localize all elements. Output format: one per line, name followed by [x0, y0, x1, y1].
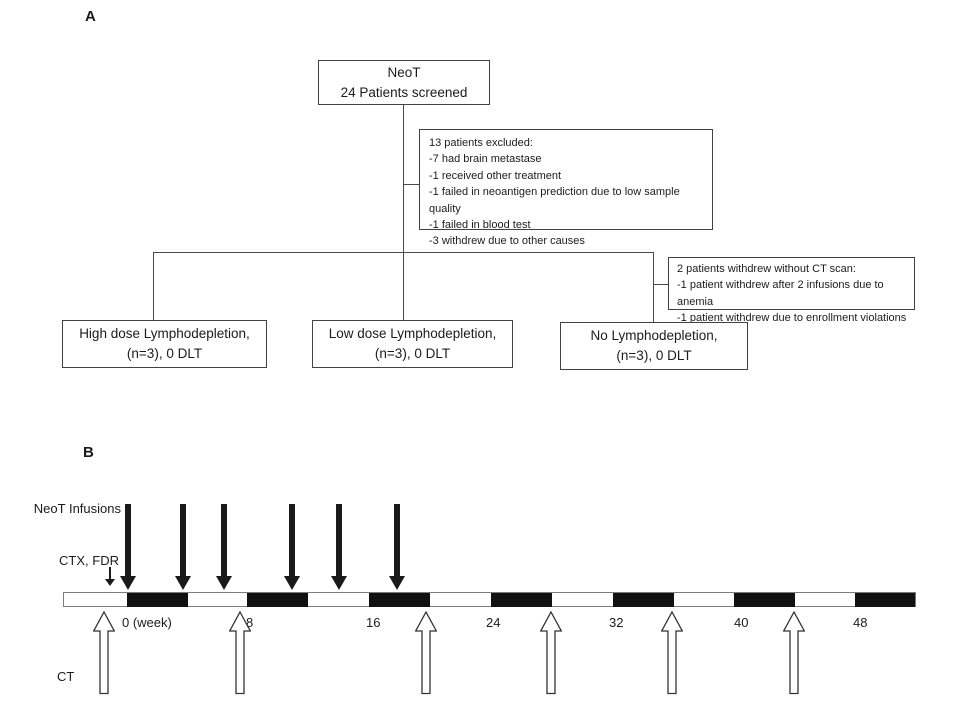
- infusion-arrowhead-icon: [284, 576, 300, 590]
- timeline-black-segment: [127, 592, 188, 607]
- ct-scan-arrow-icon: [660, 610, 684, 695]
- arm-box-low-dose: Low dose Lymphodepletion, (n=3), 0 DLT: [312, 320, 513, 368]
- timeline-black-segment: [613, 592, 674, 607]
- screening-box-line: NeoT: [387, 64, 421, 80]
- ct-label: CT: [57, 669, 75, 684]
- panel-a-label: A: [85, 8, 96, 25]
- screening-box: NeoT 24 Patients screened: [318, 60, 490, 105]
- connector-arm-right-down: [653, 252, 655, 322]
- infusion-arrow-icon: [389, 504, 405, 590]
- ct-scan-arrow-icon: [228, 610, 252, 695]
- withdraw-box-line: -1 patient withdrew after 2 infusions du…: [677, 279, 884, 308]
- ct-scan-arrow-icon: [414, 610, 438, 695]
- screening-box-line: 24 Patients screened: [340, 84, 468, 100]
- week-label-40: 40: [734, 615, 749, 630]
- ct-scan-arrow-icon: [782, 610, 806, 695]
- ct-scan-arrow-icon: [539, 610, 563, 695]
- arm-box-line: (n=3), 0 DLT: [126, 346, 203, 361]
- excluded-box: 13 patients excluded: -7 had brain metas…: [419, 129, 713, 247]
- infusion-arrowhead-icon: [389, 576, 405, 590]
- neot-infusions-label: NeoT Infusions: [33, 501, 121, 516]
- infusion-arrowhead-icon: [216, 576, 232, 590]
- week-label-16: 16: [366, 615, 381, 630]
- ct-scan-arrow-icon: [92, 610, 116, 695]
- infusion-arrow-shaft: [336, 504, 342, 576]
- week-label-32: 32: [609, 615, 624, 630]
- infusion-arrow-shaft: [221, 504, 227, 576]
- arm-box-line: Low dose Lymphodepletion,: [328, 326, 497, 341]
- arm-box-line: (n=3), 0 DLT: [616, 348, 692, 363]
- connector-arm-left-down: [153, 252, 155, 320]
- arm-box-no-lymphodepletion: No Lymphodepletion, (n=3), 0 DLT: [560, 322, 748, 370]
- connector-excluded-branch: [404, 184, 419, 186]
- withdraw-box-line: 2 patients withdrew without CT scan:: [677, 263, 856, 275]
- timeline-black-segment: [855, 592, 915, 607]
- infusion-arrow-icon: [216, 504, 232, 590]
- excluded-box-line: -3 withdrew due to other causes: [429, 235, 585, 248]
- ctx-arrow-shaft: [109, 567, 111, 579]
- ctx-fdr-label: CTX, FDR: [59, 553, 119, 568]
- timeline-black-segment: [491, 592, 552, 607]
- infusion-arrowhead-icon: [120, 576, 136, 590]
- week-label-0: 0 (week): [122, 615, 172, 630]
- connector-screening-down: [403, 105, 405, 252]
- infusion-arrow-icon: [120, 504, 136, 590]
- withdraw-box: 2 patients withdrew without CT scan: -1 …: [668, 257, 915, 324]
- excluded-box-line: -1 failed in blood test: [429, 219, 531, 232]
- infusion-arrow-shaft: [394, 504, 400, 576]
- infusion-arrow-shaft: [125, 504, 131, 576]
- infusion-arrow-shaft: [289, 504, 295, 576]
- infusion-arrowhead-icon: [175, 576, 191, 590]
- week-label-8: 8: [246, 615, 254, 630]
- withdraw-box-line: -1 patient withdrew due to enrollment vi…: [677, 312, 907, 325]
- infusion-arrow-icon: [331, 504, 347, 590]
- timeline-black-segment: [734, 592, 795, 607]
- ctx-fdr-arrow-icon: [105, 567, 115, 586]
- study-timeline-bar: [63, 592, 916, 607]
- timeline-black-segment: [369, 592, 430, 607]
- infusion-arrow-shaft: [180, 504, 186, 576]
- infusion-arrow-icon: [175, 504, 191, 590]
- infusion-arrowhead-icon: [331, 576, 347, 590]
- panel-b-label: B: [83, 444, 94, 461]
- ctx-arrowhead-icon: [105, 579, 115, 586]
- week-label-48: 48: [853, 615, 868, 630]
- week-label-24: 24: [486, 615, 501, 630]
- arm-box-high-dose: High dose Lymphodepletion, (n=3), 0 DLT: [62, 320, 267, 368]
- connector-withdraw-branch: [654, 284, 668, 286]
- timeline-black-segment: [247, 592, 308, 607]
- connector-arm-mid-down: [403, 252, 405, 320]
- excluded-box-line: -7 had brain metastase: [429, 153, 542, 166]
- infusion-arrow-icon: [284, 504, 300, 590]
- arm-box-line: (n=3), 0 DLT: [374, 346, 451, 361]
- excluded-box-line: 13 patients excluded:: [429, 137, 533, 149]
- arm-box-line: High dose Lymphodepletion,: [79, 326, 250, 341]
- excluded-box-line: -1 failed in neoantigen prediction due t…: [429, 186, 680, 215]
- arm-box-line: No Lymphodepletion,: [590, 328, 718, 343]
- excluded-box-line: -1 received other treatment: [429, 169, 562, 182]
